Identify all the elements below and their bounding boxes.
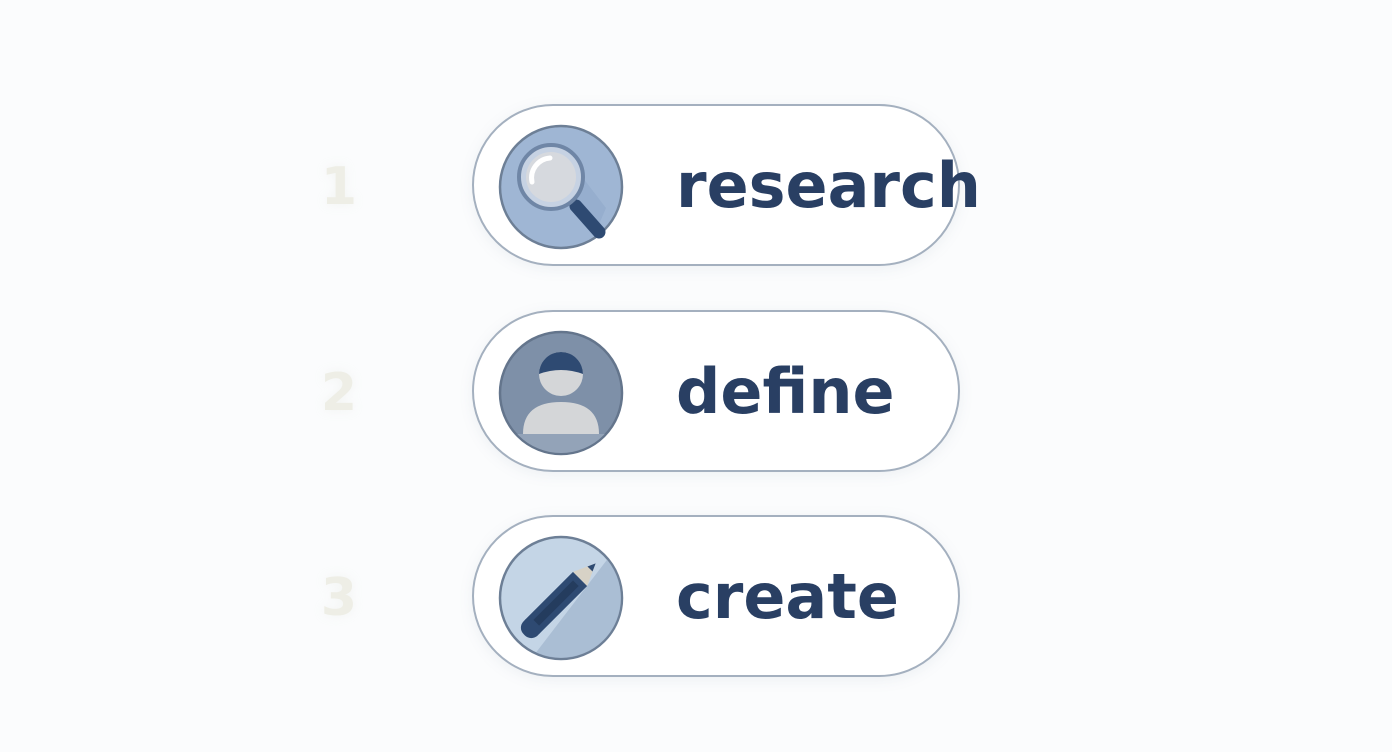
step-label: research: [676, 149, 981, 222]
step-label: create: [676, 560, 899, 633]
pencil-icon: [498, 535, 624, 661]
step-research: 1 research: [0, 104, 1392, 270]
step-number: 2: [320, 363, 358, 423]
step-research-card[interactable]: research: [472, 104, 981, 266]
step-number: 3: [320, 568, 358, 628]
step-create-card[interactable]: create: [472, 515, 960, 677]
magnifying-glass-icon: [498, 124, 624, 250]
step-label: define: [676, 355, 895, 428]
step-define-card[interactable]: define: [472, 310, 960, 472]
user-silhouette-icon: [498, 330, 624, 456]
step-number: 1: [320, 157, 358, 217]
step-create: 3: [0, 515, 1392, 681]
step-define: 2 define: [0, 310, 1392, 476]
